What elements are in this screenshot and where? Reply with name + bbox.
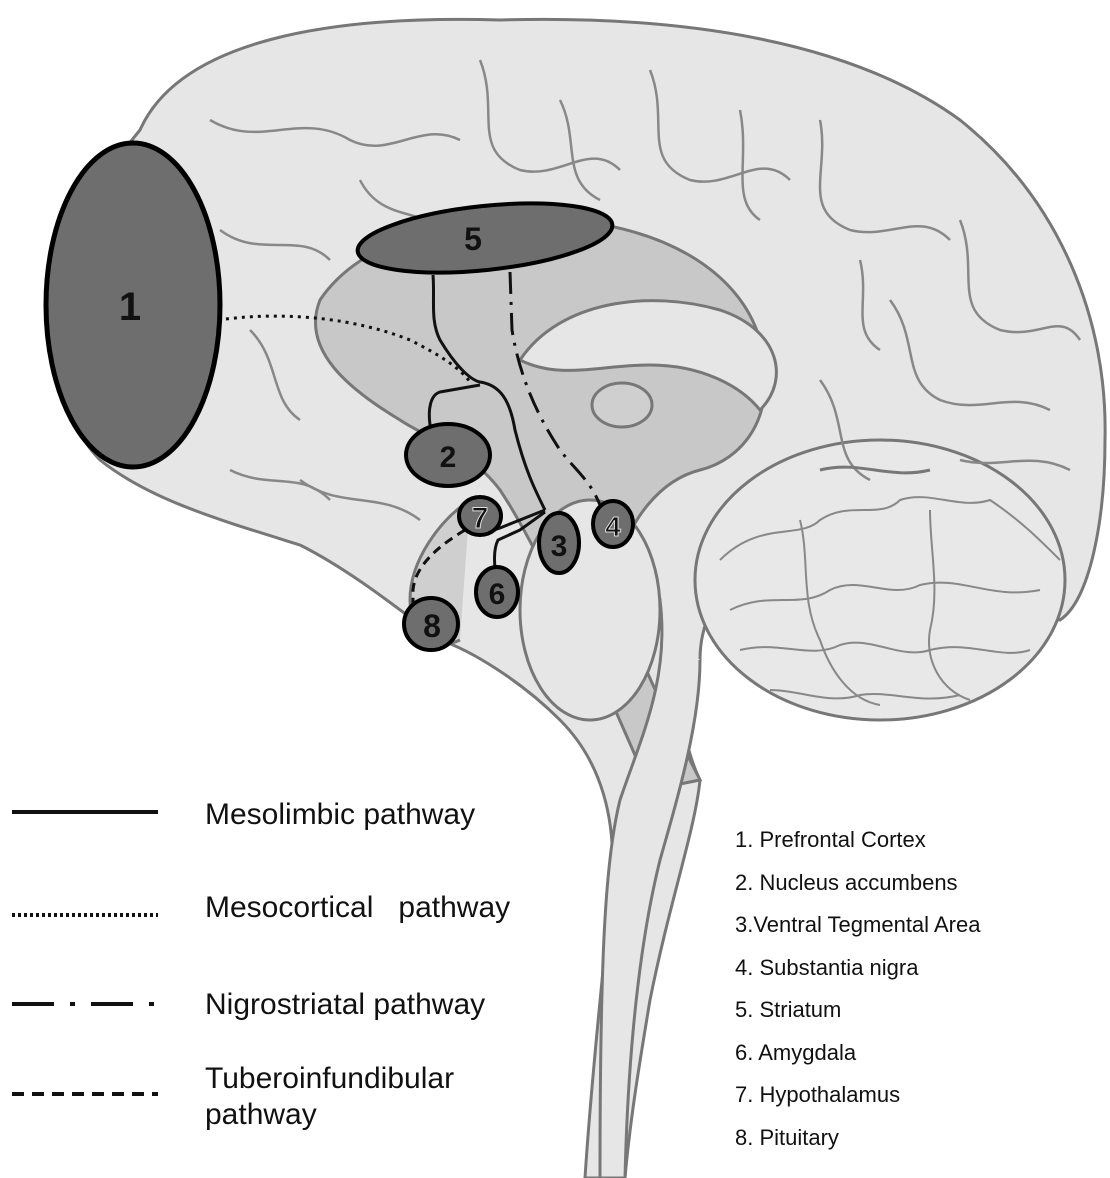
region-2-nucleus-accumbens: 2 <box>404 422 492 488</box>
cerebellum <box>693 438 1067 722</box>
legend-label-nigrostriatal: Nigrostriatal pathway <box>205 988 486 1021</box>
cortex-folds <box>209 59 1082 522</box>
brain-illustration <box>57 17 1107 1178</box>
nigrostriatal-pathway <box>508 271 602 506</box>
legend-label-mesocortical: Mesocortical pathway <box>205 891 511 924</box>
region-8-pituitary: 8 <box>402 596 460 652</box>
regions: 1 5 2 7 3 4 6 8 <box>43 140 635 652</box>
region-4-substantia-nigra: 4 <box>591 499 635 549</box>
region-1-label: 1 <box>119 285 141 329</box>
occipital-sulcus <box>819 465 931 475</box>
region-3-ventral-tegmental-area: 3 <box>537 511 581 575</box>
region-7-hypothalamus: 7 <box>457 495 503 537</box>
region-8-label: 8 <box>423 608 441 644</box>
region-5-striatum: 5 <box>355 201 615 275</box>
mesolimbic-branch-amygdala <box>492 510 546 569</box>
tuberoinfundibular-pathway <box>411 528 466 605</box>
key-item-substantia-nigra: 4. Substantia nigra <box>735 954 919 980</box>
mesolimbic-pathway <box>431 274 547 511</box>
mesolimbic-branch-accumbens <box>427 383 481 426</box>
region-6-amygdala: 6 <box>474 565 520 619</box>
legend-swatches <box>12 810 158 1096</box>
region-4-label: 4 <box>605 511 621 542</box>
region-1-prefrontal-cortex: 1 <box>43 140 223 470</box>
key-item-amygdala: 6. Amygdala <box>735 1039 857 1065</box>
thalamus-oval <box>590 381 654 429</box>
region-key-list: 1. Prefrontal Cortex 2. Nucleus accumben… <box>735 822 980 1162</box>
key-item-striatum: 5. Striatum <box>735 997 842 1022</box>
key-item-ventral-tegmental-area: 3.Ventral Tegmental Area <box>735 912 981 937</box>
legend-label-tuberoinfundibular-line2: pathway <box>205 1098 317 1131</box>
region-3-label: 3 <box>551 530 568 563</box>
region-6-label: 6 <box>489 578 506 611</box>
key-item-nucleus-accumbens: 2. Nucleus accumbens <box>735 869 958 895</box>
key-item-pituitary: 8. Pituitary <box>735 1124 839 1150</box>
region-2-label: 2 <box>440 441 457 474</box>
key-item-prefrontal-cortex: 1. Prefrontal Cortex <box>735 827 926 852</box>
key-item-hypothalamus: 7. Hypothalamus <box>735 1082 901 1107</box>
region-7-label: 7 <box>472 502 489 535</box>
legend-label-mesolimbic: Mesolimbic pathway <box>205 798 476 831</box>
corpus-callosum-inner <box>517 299 778 413</box>
legend-label-tuberoinfundibular-line1: Tuberoinfundibular <box>205 1062 455 1095</box>
region-5-label: 5 <box>464 221 482 257</box>
